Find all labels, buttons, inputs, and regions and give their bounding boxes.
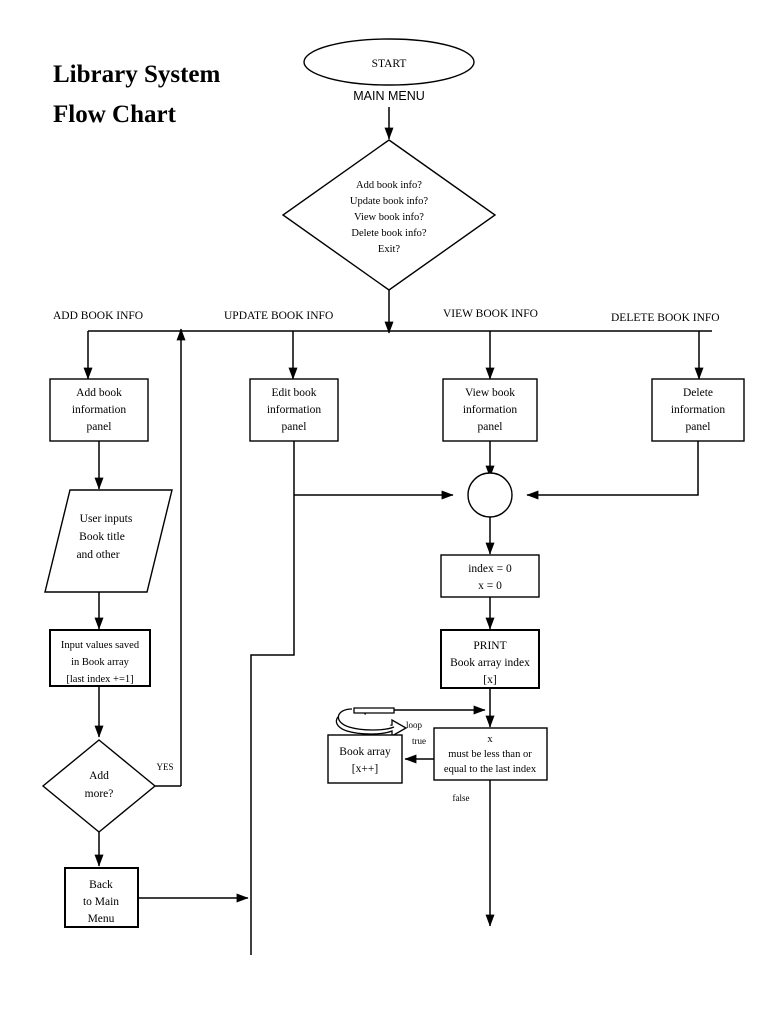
- edge-label-true: true: [412, 736, 426, 746]
- add-panel-line3: panel: [87, 421, 112, 433]
- user-input-line2: Book title: [79, 531, 125, 543]
- start-oval: [303, 38, 475, 86]
- user-input-line3: and other: [76, 549, 119, 561]
- view-panel-line1: View book: [465, 387, 515, 399]
- menu-option-view: View book info?: [354, 212, 424, 223]
- branch-label-delete: DELETE BOOK INFO: [611, 312, 720, 324]
- edge-label-loop: loop: [406, 720, 423, 730]
- menu-option-add: Add book info?: [356, 180, 422, 191]
- condition-line3: equal to the last index: [444, 764, 537, 775]
- saved-values-box: [49, 629, 151, 687]
- add-panel-box: [49, 378, 149, 442]
- delete-panel-line2: information: [671, 404, 726, 416]
- edge-editpanel-return-path: [250, 441, 295, 955]
- delete-panel-line3: panel: [686, 421, 711, 433]
- edge-label-false: false: [453, 793, 470, 803]
- view-panel-box: [442, 378, 538, 442]
- print-box: [440, 629, 540, 689]
- add-panel-line1: Add book: [76, 387, 122, 399]
- merge-connector-circle: [467, 472, 513, 518]
- increment-box: [327, 734, 403, 784]
- print-line2: Book array index: [450, 657, 530, 669]
- branch-label-update: UPDATE BOOK INFO: [224, 310, 333, 322]
- menu-option-exit: Exit?: [378, 244, 400, 255]
- add-more-line1: Add: [89, 770, 109, 782]
- index-init-line2: x = 0: [478, 580, 502, 592]
- condition-line1: x: [487, 734, 493, 745]
- user-input-parallelogram: [44, 489, 173, 593]
- edit-panel-line3: panel: [282, 421, 307, 433]
- menu-option-update: Update book info?: [350, 196, 428, 207]
- saved-line2: in Book array: [71, 657, 129, 668]
- loop-arrow-icon: [335, 707, 408, 738]
- delete-panel-line1: Delete: [683, 387, 713, 399]
- add-more-line2: more?: [85, 788, 114, 800]
- start-label: START: [372, 58, 407, 70]
- index-init-box: [440, 554, 540, 598]
- print-line1: PRINT: [473, 640, 506, 652]
- saved-line1: Input values saved: [61, 640, 140, 651]
- back-main-box: [64, 867, 139, 928]
- saved-line3: [last index +=1]: [66, 674, 133, 685]
- page-title-line1: Library System: [53, 61, 221, 88]
- condition-line2: must be less than or: [448, 749, 532, 760]
- edit-panel-line1: Edit book: [271, 387, 316, 399]
- increment-line1: Book array: [339, 746, 391, 758]
- edit-panel-line2: information: [267, 404, 322, 416]
- index-init-line1: index = 0: [468, 563, 512, 575]
- user-input-line1: User inputs: [80, 513, 133, 525]
- delete-panel-box: [651, 378, 745, 442]
- back-main-line1: Back: [89, 879, 113, 891]
- view-panel-line3: panel: [478, 421, 503, 433]
- add-panel-line2: information: [72, 404, 127, 416]
- condition-box: [433, 727, 548, 781]
- edit-panel-box: [249, 378, 339, 442]
- edge-label-yes: YES: [156, 762, 173, 772]
- branch-label-view: VIEW BOOK INFO: [443, 308, 538, 320]
- increment-line2: [x++]: [352, 763, 378, 775]
- view-panel-line2: information: [463, 404, 518, 416]
- branch-label-add: ADD BOOK INFO: [53, 310, 143, 322]
- back-main-line3: Menu: [88, 913, 115, 925]
- main-menu-label: MAIN MENU: [353, 89, 425, 103]
- back-main-line2: to Main: [83, 896, 119, 908]
- add-more-diamond: [41, 739, 157, 833]
- print-line3: [x]: [483, 674, 496, 686]
- edge-deletepanel-to-merge: [526, 441, 699, 500]
- page-title-line2: Flow Chart: [53, 101, 177, 128]
- menu-option-delete: Delete book info?: [351, 228, 427, 239]
